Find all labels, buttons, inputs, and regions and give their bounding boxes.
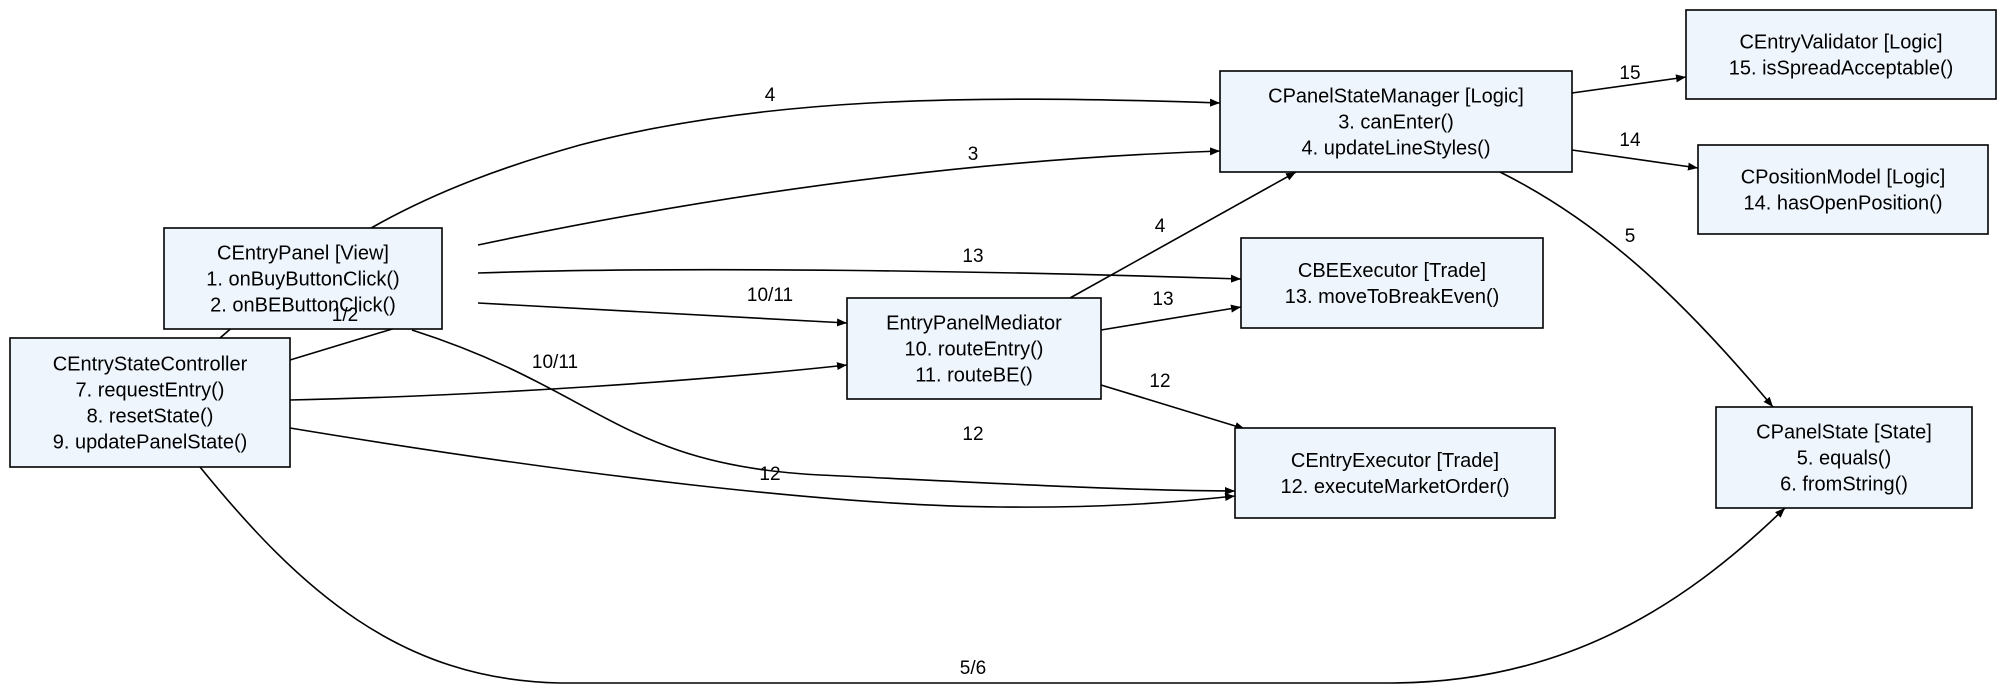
node-title: CBEExecutor [Trade]: [1298, 260, 1486, 282]
node-title: EntryPanelMediator: [886, 313, 1062, 335]
node-method: 4. updateLineStyles(): [1301, 138, 1490, 160]
edge-label: 12: [962, 424, 983, 445]
node-box: [1685, 9, 1997, 100]
edge-line: [199, 466, 1786, 684]
node-ctrl: CEntryStateController 7. requestEntry() 8.…: [9, 337, 291, 468]
edge-panel-to-be: [477, 268, 1242, 283]
edge-label: 13: [1152, 289, 1173, 310]
edge-line: [1499, 171, 1774, 408]
node-psm: CPanelStateManager [Logic] 3. canEnter() 4…: [1219, 70, 1573, 173]
node-method: 5. equals(): [1797, 448, 1892, 470]
node-ex: CEntryExecutor [Trade] 12. executeMarketO…: [1234, 427, 1556, 519]
node-box: [9, 337, 291, 468]
edge-label: 10/11: [532, 352, 578, 373]
node-box: [163, 227, 443, 330]
node-title: CEntryPanel [View]: [217, 243, 389, 265]
edge-labels-layer: 1/2 4 10/11 12 5/6 3 13 10/11 12 4 13 12 15 14 5: [332, 63, 1641, 679]
edge-panel-to-psm: [477, 147, 1221, 246]
node-method: 8. resetState(): [87, 406, 214, 428]
edge-label: 5/6: [960, 658, 986, 679]
node-method: 1. onBuyButtonClick(): [206, 269, 399, 291]
node-method: 9. updatePanelState(): [53, 432, 248, 454]
node-title: CPanelStateManager [Logic]: [1268, 86, 1524, 108]
node-title: CEntryStateController: [53, 354, 248, 376]
edge-line: [477, 147, 1221, 246]
edge-line: [411, 329, 1236, 495]
node-box: [1240, 237, 1544, 329]
node-method: 6. fromString(): [1780, 474, 1908, 496]
node-title: CEntryExecutor [Trade]: [1291, 450, 1499, 472]
edge-label: 13: [962, 246, 983, 267]
edge-label: 3: [968, 144, 979, 165]
edge-line: [477, 302, 848, 327]
node-panel: CEntryPanel [View] 1. onBuyButtonClick() 2…: [163, 227, 443, 330]
edge-line: [289, 362, 848, 401]
edge-label: 4: [765, 85, 776, 106]
edge-label: 5: [1625, 226, 1636, 247]
edge-ctrl-to-med: [289, 362, 848, 401]
edge-psm-to-pos: [1571, 149, 1699, 171]
edge-line: [1571, 74, 1687, 94]
edge-label: 15: [1619, 63, 1640, 84]
node-pos: CPositionModel [Logic] 14. hasOpenPositio…: [1697, 144, 1989, 235]
node-box: [1219, 70, 1573, 173]
edge-label: 10/11: [747, 285, 793, 306]
edge-panel-to-med: [477, 302, 848, 327]
node-method: 7. requestEntry(): [76, 380, 225, 402]
edge-psm-to-val: [1571, 74, 1687, 94]
node-method: 12. executeMarketOrder(): [1281, 476, 1510, 498]
edge-psm-to-pstate: [1499, 171, 1774, 408]
node-pstate: CPanelState [State] 5. equals() 6. fromStr…: [1715, 406, 1973, 509]
edge-label: 1/2: [332, 305, 358, 326]
node-box: [1715, 406, 1973, 509]
edge-line: [1100, 304, 1242, 331]
node-box: [846, 297, 1102, 400]
node-box: [1697, 144, 1989, 235]
node-method: 10. routeEntry(): [905, 339, 1044, 361]
edge-line: [1571, 149, 1699, 171]
edge-med-to-be: [1100, 304, 1242, 331]
edge-line: [477, 268, 1242, 283]
node-med: EntryPanelMediator 10. routeEntry() 11. ro…: [846, 297, 1102, 400]
edge-med-to-ex: [1100, 384, 1246, 430]
edge-label: 4: [1155, 216, 1166, 237]
edge-line: [1100, 384, 1246, 430]
edge-label: 14: [1619, 130, 1641, 151]
edge-panel-to-ex: [411, 329, 1236, 495]
node-title: CEntryValidator [Logic]: [1739, 32, 1942, 54]
edge-label: 12: [759, 464, 780, 485]
node-method: 3. canEnter(): [1338, 112, 1454, 134]
nodes-layer: CEntryStateController 7. requestEntry() 8.…: [9, 9, 1997, 519]
node-method: 2. onBEButtonClick(): [210, 295, 396, 317]
edge-line: [1069, 171, 1297, 299]
node-method: 15. isSpreadAcceptable(): [1729, 58, 1954, 80]
edge-ctrl-to-ex: [289, 427, 1236, 508]
node-method: 14. hasOpenPosition(): [1743, 193, 1942, 215]
node-box: [1234, 427, 1556, 519]
edge-label: 12: [1149, 371, 1170, 392]
edge-ctrl-to-pstate: [199, 466, 1786, 684]
node-title: CPositionModel [Logic]: [1741, 167, 1946, 189]
edge-line: [289, 427, 1236, 508]
edge-med-to-psm: [1069, 171, 1297, 299]
node-method: 11. routeBE(): [915, 365, 1032, 387]
node-title: CPanelState [State]: [1756, 422, 1932, 444]
node-be: CBEExecutor [Trade] 13. moveToBreakEven(): [1240, 237, 1544, 329]
node-val: CEntryValidator [Logic] 15. isSpreadAccep…: [1685, 9, 1997, 100]
node-method: 13. moveToBreakEven(): [1285, 286, 1500, 308]
